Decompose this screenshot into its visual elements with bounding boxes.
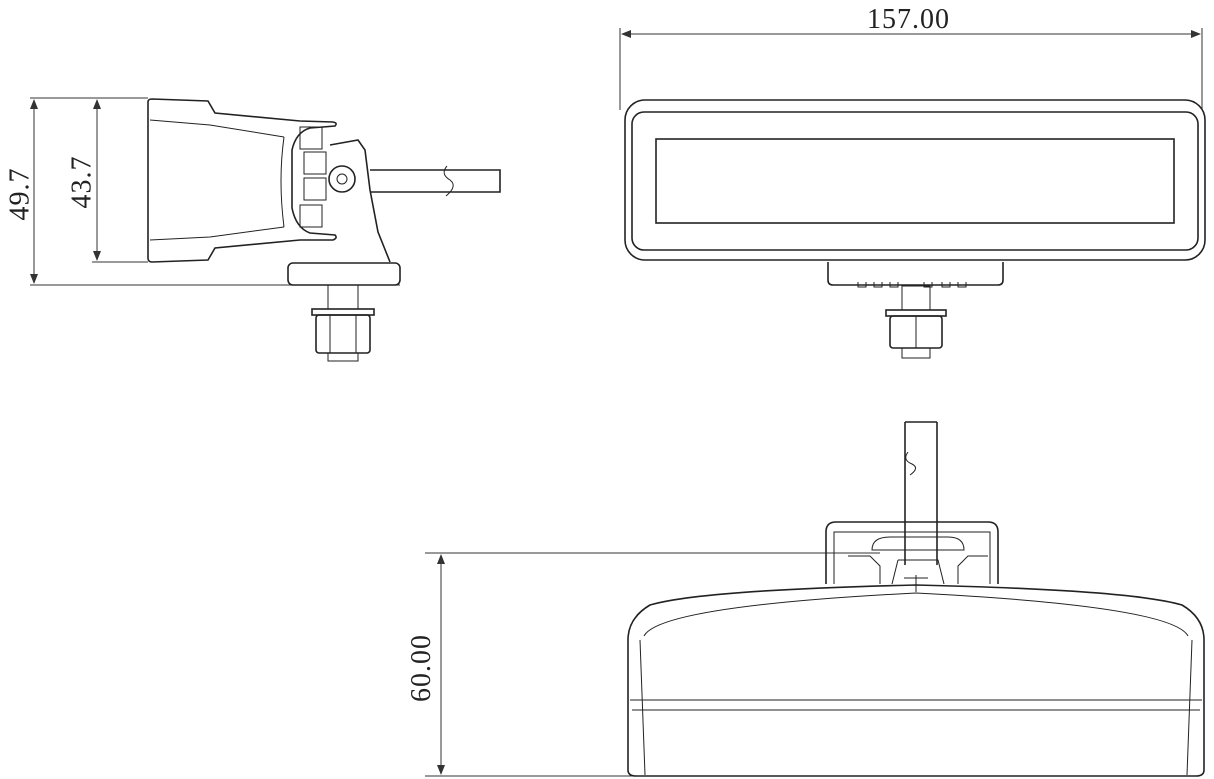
dimension-overall-height: 49.7 <box>4 167 36 221</box>
dimension-depth: 60.00 <box>406 634 437 702</box>
front-view <box>619 28 1206 359</box>
top-view <box>425 421 1205 777</box>
dimension-housing-height: 43.7 <box>66 155 98 209</box>
dimension-overall-width: 157.00 <box>867 4 950 35</box>
side-view <box>30 97 501 362</box>
